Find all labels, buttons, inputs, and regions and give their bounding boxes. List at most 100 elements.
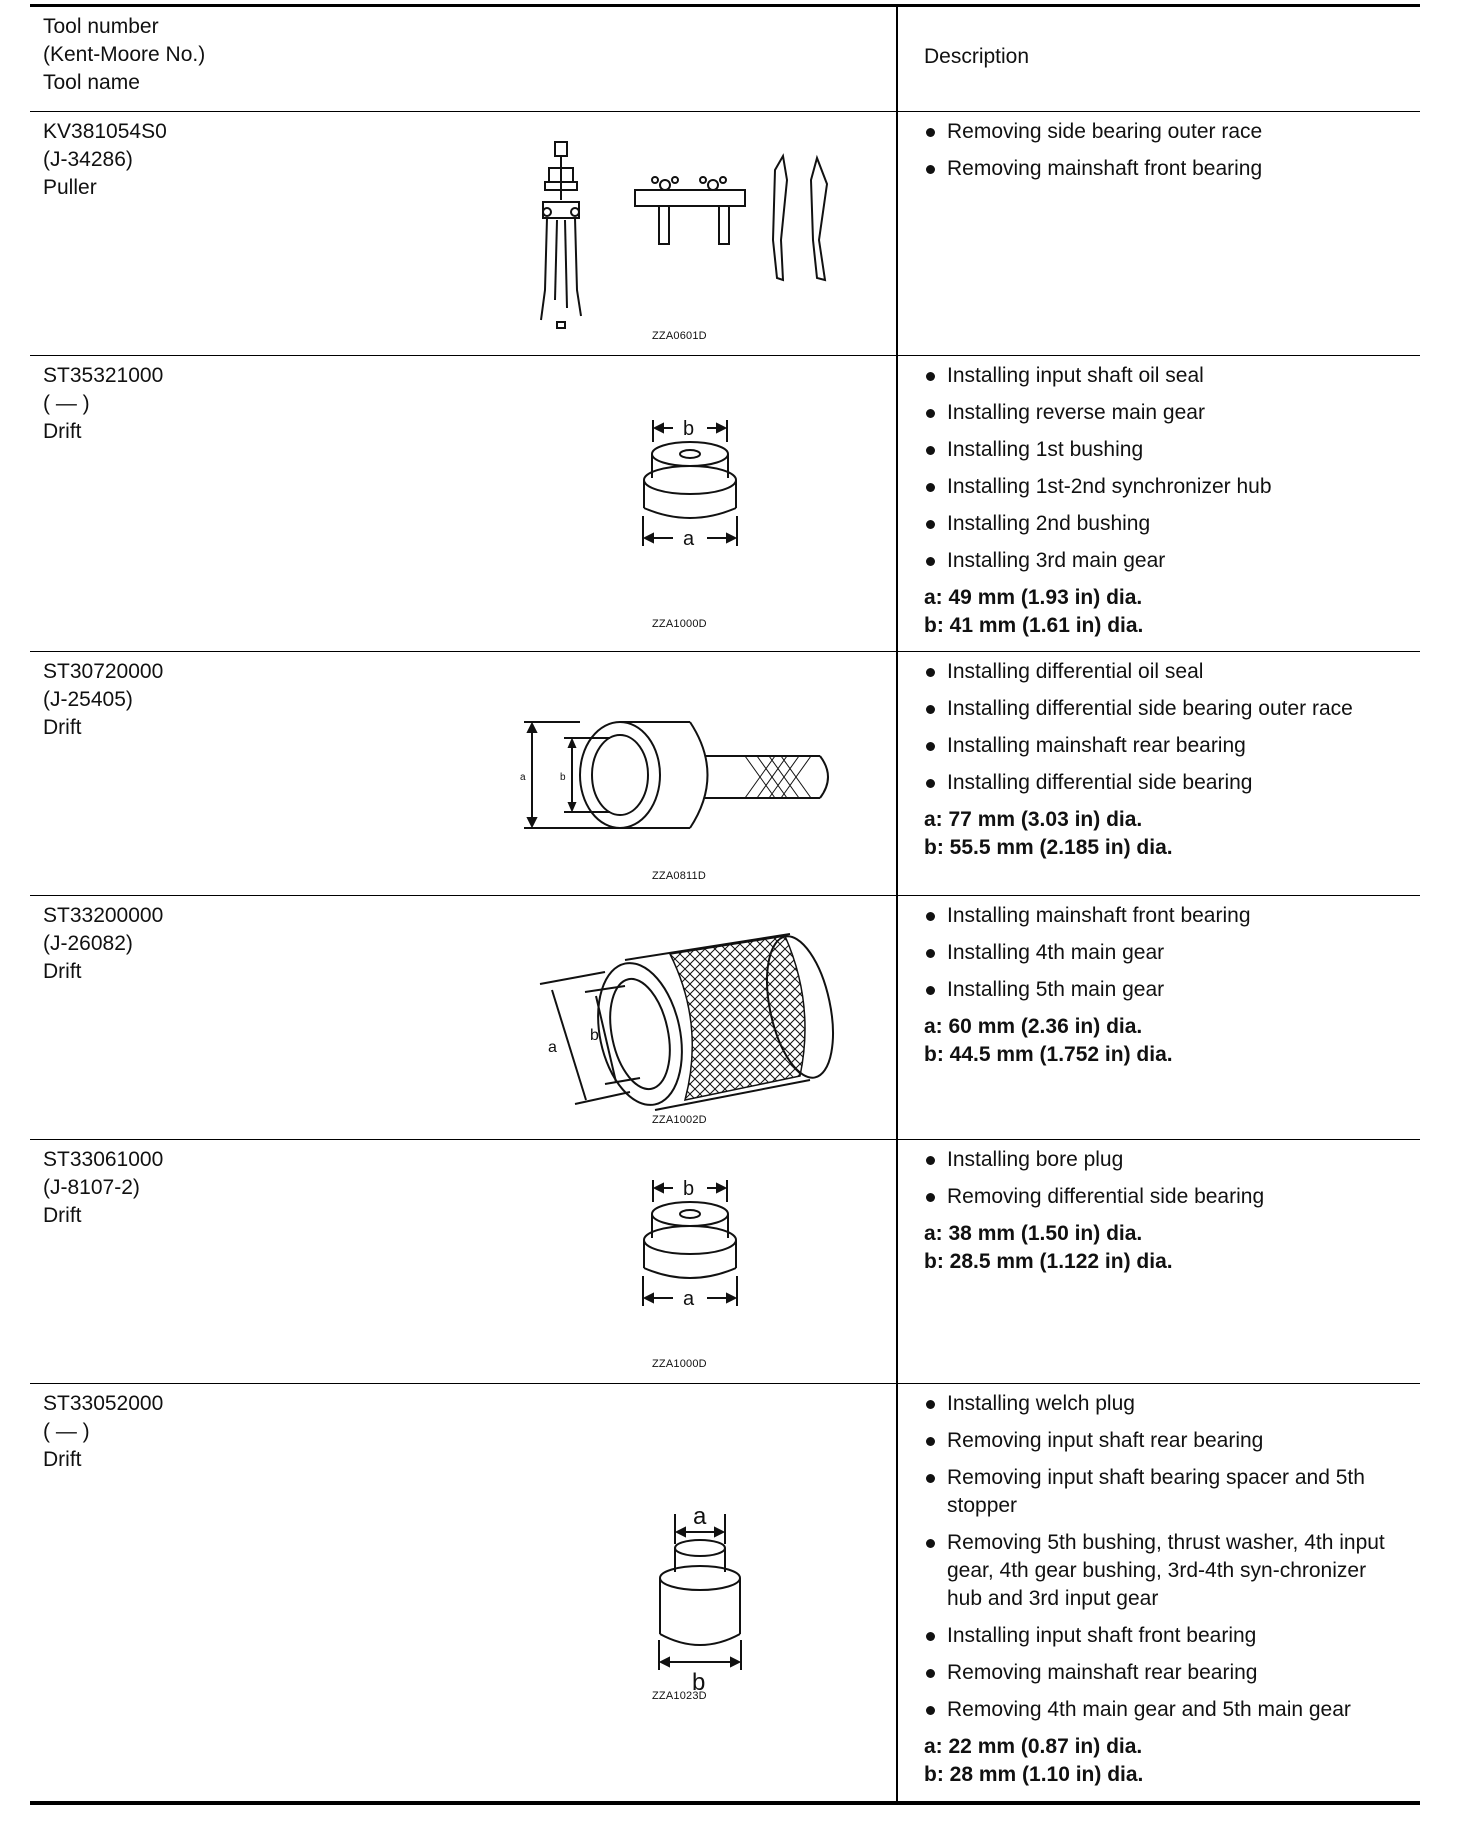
description-cell: Installing mainshaft front bearing Insta… (924, 902, 1404, 1069)
tool-id-cell: KV381054S0 (J-34286) Puller (43, 118, 167, 202)
dimensions: a: 60 mm (2.36 in) dia. b: 44.5 mm (1.75… (924, 1013, 1404, 1069)
table-row: ST35321000 ( — ) Drift (30, 355, 1420, 651)
dimension-a: a: 77 mm (3.03 in) dia. (924, 808, 1143, 831)
header-kent-moore: (Kent-Moore No.) (43, 43, 206, 66)
table-row: ST33061000 (J-8107-2) Drift (30, 1139, 1420, 1383)
image-code: ZZA1000D (652, 1358, 707, 1370)
tool-number: ST35321000 (43, 364, 164, 387)
table-top-rule (30, 4, 1420, 7)
drift-illustration: b a (642, 418, 738, 550)
kent-moore-number: (J-8107-2) (43, 1176, 140, 1199)
description-cell: Installing differential oil seal Install… (924, 658, 1404, 862)
table-row: ST30720000 (J-25405) Drift (30, 651, 1420, 895)
tool-id-cell: ST30720000 (J-25405) Drift (43, 658, 163, 742)
description-item: Installing mainshaft rear bearing (924, 732, 1404, 760)
description-item: Removing mainshaft rear bearing (924, 1659, 1404, 1687)
description-cell: Installing input shaft oil seal Installi… (924, 362, 1404, 640)
dimension-letter: b (560, 772, 566, 783)
dimension-a: a: 22 mm (0.87 in) dia. (924, 1735, 1143, 1758)
table-row: ST33052000 ( — ) Drift (30, 1383, 1420, 1801)
header-tool-name: Tool name (43, 71, 140, 94)
puller-illustration (540, 141, 829, 329)
description-item: Installing 4th main gear (924, 939, 1404, 967)
description-item: Installing 2nd bushing (924, 510, 1404, 538)
dimension-a: a: 38 mm (1.50 in) dia. (924, 1222, 1143, 1245)
kent-moore-number: ( — ) (43, 1420, 90, 1443)
dimension-letter: b (683, 418, 694, 440)
drift-illustration: b a (642, 1178, 738, 1310)
dimension-b: b: 41 mm (1.61 in) dia. (924, 614, 1144, 637)
tool-id-cell: ST33052000 ( — ) Drift (43, 1390, 163, 1474)
dimension-letter: a (693, 1504, 707, 1530)
tool-number: ST33200000 (43, 904, 164, 927)
tool-number: KV381054S0 (43, 120, 167, 143)
tool-number: ST30720000 (43, 660, 164, 683)
header-description: Description (924, 45, 1030, 68)
dimension-b: b: 28 mm (1.10 in) dia. (924, 1763, 1144, 1786)
kent-moore-number: (J-25405) (43, 688, 133, 711)
kent-moore-number: (J-34286) (43, 148, 133, 171)
dimension-letter: a (520, 772, 526, 783)
dimensions: a: 77 mm (3.03 in) dia. b: 55.5 mm (2.18… (924, 806, 1404, 862)
special-tools-table: Tool number (Kent-Moore No.) Tool name D… (30, 4, 1420, 1814)
dimension-letter: b (590, 1027, 599, 1044)
tool-name: Drift (43, 960, 82, 983)
tool-id-cell: ST33200000 (J-26082) Drift (43, 902, 163, 986)
dimensions: a: 38 mm (1.50 in) dia. b: 28.5 mm (1.12… (924, 1220, 1404, 1276)
dimension-b: b: 55.5 mm (2.185 in) dia. (924, 836, 1173, 859)
description-item: Installing reverse main gear (924, 399, 1404, 427)
image-code: ZZA1023D (652, 1690, 707, 1702)
image-code: ZZA1002D (652, 1114, 707, 1126)
description-item: Removing differential side bearing (924, 1183, 1404, 1211)
description-item: Installing welch plug (924, 1390, 1404, 1418)
dimensions: a: 49 mm (1.93 in) dia. b: 41 mm (1.61 i… (924, 584, 1404, 640)
drift-illustration: a b (539, 933, 834, 1111)
description-cell: Installing welch plug Removing input sha… (924, 1390, 1404, 1789)
tool-id-cell: ST33061000 (J-8107-2) Drift (43, 1146, 163, 1230)
tool-name: Drift (43, 1448, 82, 1471)
dimension-b: b: 28.5 mm (1.122 in) dia. (924, 1250, 1173, 1273)
drift-illustration: a b (658, 1504, 742, 1694)
tool-id-cell: ST35321000 ( — ) Drift (43, 362, 163, 446)
table-header: Tool number (Kent-Moore No.) Tool name D… (30, 7, 1420, 111)
tool-number: ST33052000 (43, 1392, 164, 1415)
description-item: Installing differential side bearing (924, 769, 1404, 797)
dimension-a: a: 60 mm (2.36 in) dia. (924, 1015, 1143, 1038)
description-item: Installing 3rd main gear (924, 547, 1404, 575)
description-item: Removing mainshaft front bearing (924, 155, 1404, 183)
table-row: KV381054S0 (J-34286) Puller (30, 111, 1420, 355)
dimension-letter: b (692, 1669, 705, 1694)
kent-moore-number: (J-26082) (43, 932, 133, 955)
dimension-a: a: 49 mm (1.93 in) dia. (924, 586, 1143, 609)
tool-name: Drift (43, 1204, 82, 1227)
description-item: Removing 4th main gear and 5th main gear (924, 1696, 1404, 1724)
drift-illustration: a b (520, 721, 829, 829)
description-item: Removing side bearing outer race (924, 118, 1404, 146)
tool-number: ST33061000 (43, 1148, 164, 1171)
image-code: ZZA0811D (652, 870, 706, 882)
description-item: Installing bore plug (924, 1146, 1404, 1174)
image-code: ZZA0601D (652, 330, 707, 342)
description-item: Installing 5th main gear (924, 976, 1404, 1004)
description-item: Removing input shaft bearing spacer and … (924, 1464, 1404, 1520)
description-item: Removing 5th bushing, thrust washer, 4th… (924, 1529, 1404, 1613)
description-item: Installing 1st-2nd synchronizer hub (924, 473, 1404, 501)
table-row: ST33200000 (J-26082) Drift (30, 895, 1420, 1139)
table-bottom-rule (30, 1801, 1420, 1805)
description-item: Installing mainshaft front bearing (924, 902, 1404, 930)
dimension-b: b: 44.5 mm (1.752 in) dia. (924, 1043, 1173, 1066)
description-item: Installing input shaft oil seal (924, 362, 1404, 390)
description-item: Installing differential side bearing out… (924, 695, 1404, 723)
dimension-letter: a (683, 1288, 695, 1310)
tool-name: Puller (43, 176, 97, 199)
kent-moore-number: ( — ) (43, 392, 90, 415)
description-item: Installing 1st bushing (924, 436, 1404, 464)
description-item: Removing input shaft rear bearing (924, 1427, 1404, 1455)
header-tool-number: Tool number (43, 15, 159, 38)
dimension-letter: a (548, 1039, 557, 1056)
tool-name: Drift (43, 716, 82, 739)
header-left-cell: Tool number (Kent-Moore No.) Tool name (43, 13, 205, 97)
description-item: Installing input shaft front bearing (924, 1622, 1404, 1650)
image-code: ZZA1000D (652, 618, 707, 630)
dimension-letter: a (683, 528, 695, 550)
